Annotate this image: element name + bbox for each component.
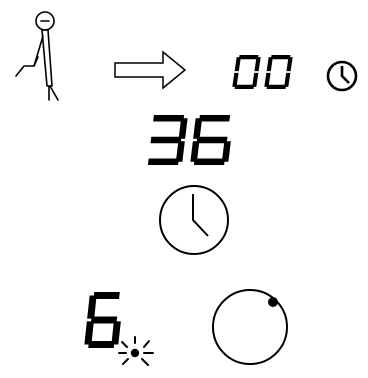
segment-g — [91, 317, 117, 324]
segment-f — [193, 118, 202, 138]
segment-a — [153, 115, 184, 122]
segment-f — [87, 296, 96, 319]
timer-readout-display: 36 — [144, 115, 234, 167]
segment-b — [286, 57, 292, 71]
rotary-knob-icon[interactable] — [207, 284, 293, 370]
segment-d — [267, 85, 287, 89]
segment-d — [88, 341, 114, 348]
segment-c — [222, 141, 231, 161]
segment-c — [252, 73, 258, 87]
segment-b — [254, 57, 260, 71]
segment-d — [235, 85, 255, 89]
segment-c — [284, 73, 290, 87]
clock-large-icon — [156, 182, 232, 258]
segment-f — [235, 57, 241, 71]
segment-d — [194, 159, 225, 166]
segment-a — [239, 55, 259, 59]
clock-icon — [325, 59, 359, 93]
segment-e — [232, 73, 238, 87]
segment-f — [267, 57, 273, 71]
segment-d — [148, 159, 179, 166]
segment-a — [271, 55, 291, 59]
segment-g — [197, 137, 228, 144]
person-bending-icon — [12, 8, 74, 104]
top-readout-display: 00 — [232, 55, 296, 91]
segment-a — [199, 115, 230, 122]
arrow-right-icon — [113, 50, 189, 90]
segment-a — [93, 292, 119, 299]
segment-g — [151, 137, 182, 144]
sparkle-icon — [113, 325, 161, 371]
segment-e — [264, 73, 270, 87]
